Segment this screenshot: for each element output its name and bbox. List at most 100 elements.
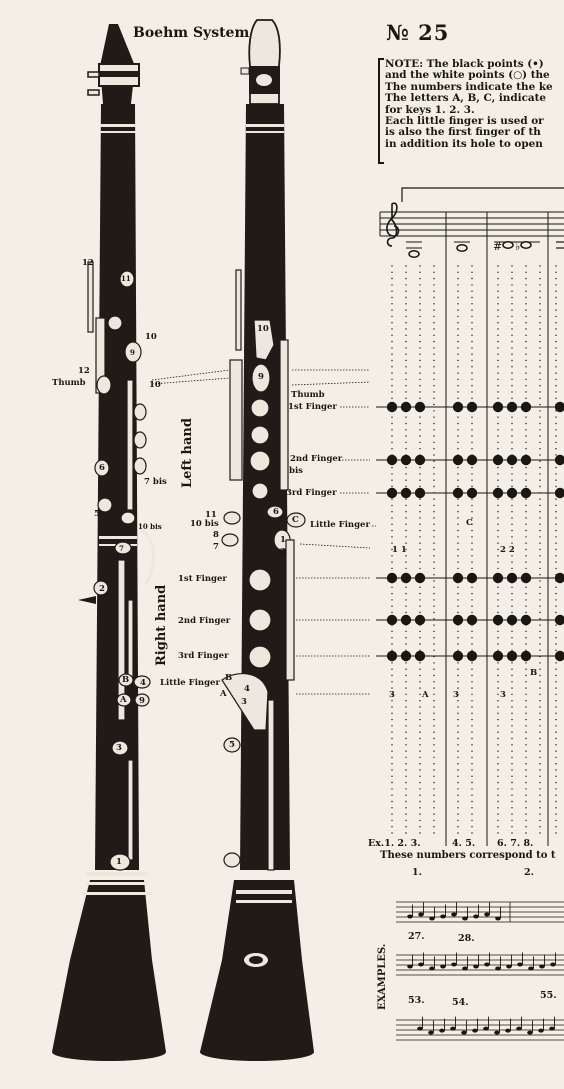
grid-dot	[405, 744, 407, 746]
grid-dot	[457, 328, 459, 330]
grid-dot	[471, 466, 473, 469]
grid-dot	[433, 523, 435, 525]
grid-dot	[419, 718, 421, 721]
grid-dot	[419, 315, 421, 318]
grid-dot	[511, 290, 513, 292]
grid-dot	[539, 479, 541, 481]
grid-dot	[511, 800, 513, 803]
grid-dot	[555, 397, 557, 399]
grid-dot	[471, 359, 473, 362]
grid-dot	[497, 466, 499, 469]
grid-dot	[511, 819, 513, 822]
right-third-finger-label: 3rd Finger	[286, 488, 337, 498]
grid-dot	[405, 731, 407, 733]
key-number: 12	[82, 258, 94, 268]
grid-dot	[497, 271, 499, 273]
grid-dot	[555, 435, 557, 437]
grid-dot	[497, 385, 499, 387]
music-note	[473, 914, 479, 919]
grid-dot	[525, 718, 527, 721]
grid-dot	[555, 819, 557, 822]
grid-dot	[433, 807, 435, 809]
grid-dot	[555, 466, 557, 469]
grid-dot	[391, 391, 393, 393]
grid-dot	[555, 271, 557, 273]
grid-dot	[391, 592, 393, 595]
grid-dot	[511, 366, 513, 368]
grid-dot	[497, 542, 499, 544]
grid-dot	[539, 359, 541, 362]
grid-dot	[419, 340, 421, 343]
grid-dot	[497, 756, 499, 759]
grid-dot	[457, 303, 459, 305]
grid-dot	[391, 315, 393, 318]
grid-dot	[471, 693, 473, 696]
grid-dot	[433, 819, 435, 822]
grid-dot	[555, 334, 557, 336]
grid-dot	[391, 637, 393, 639]
grid-dot	[433, 277, 435, 280]
grid-dot	[471, 309, 473, 311]
music-note	[461, 1030, 467, 1035]
grid-dot	[555, 378, 557, 381]
grid-dot	[433, 422, 435, 425]
grid-dot	[419, 448, 421, 450]
grid-dot	[391, 309, 393, 311]
grid-dot	[457, 555, 459, 557]
grid-dot	[457, 668, 459, 670]
grid-dot	[405, 315, 407, 318]
grid-dot	[497, 372, 499, 374]
grid-dot	[433, 586, 435, 588]
grid-dot	[539, 662, 541, 664]
grid-dot	[457, 271, 459, 273]
grid-dot	[391, 807, 393, 809]
grid-dot	[433, 466, 435, 469]
grid-dot	[419, 523, 421, 525]
grid-dot	[511, 567, 513, 570]
grid-dot	[525, 378, 527, 381]
grid-dot	[555, 296, 557, 299]
grid-dot	[405, 826, 407, 828]
grid-dot	[405, 718, 407, 721]
key-number: B	[122, 675, 130, 685]
grid-dot	[391, 788, 393, 790]
grid-dot	[419, 731, 421, 733]
grid-dot	[497, 775, 499, 777]
grid-dot	[419, 265, 421, 267]
grid-dot	[419, 378, 421, 381]
grid-dot	[471, 611, 473, 614]
grid-dot	[433, 359, 435, 362]
grid-dot	[457, 605, 459, 607]
grid-dot	[405, 435, 407, 437]
grid-dot	[525, 788, 527, 790]
grid-dot	[457, 359, 459, 362]
grid-dot	[419, 422, 421, 425]
grid-dot	[539, 366, 541, 368]
grid-dot	[457, 763, 459, 765]
grid-dot	[471, 517, 473, 519]
grid-dot	[497, 347, 499, 349]
grid-dot	[555, 813, 557, 815]
grid-dot	[555, 479, 557, 481]
grid-dot	[391, 674, 393, 677]
grid-dot	[497, 668, 499, 670]
grid-dot	[511, 643, 513, 645]
grid-dot	[433, 517, 435, 519]
grid-dot	[525, 347, 527, 349]
grid-dot	[511, 763, 513, 765]
right-thumb-label: Thumb	[291, 390, 325, 400]
grid-dot	[555, 542, 557, 544]
grid-dot	[419, 517, 421, 519]
key-number: 9	[139, 696, 145, 706]
grid-dot	[511, 485, 513, 488]
grid-dot	[457, 592, 459, 595]
grid-dot	[471, 668, 473, 670]
grid-dot	[471, 643, 473, 645]
grid-dot	[433, 668, 435, 670]
grid-dot	[539, 630, 541, 633]
grid-dot	[405, 687, 407, 689]
grid-dot	[419, 605, 421, 607]
grid-dot	[457, 309, 459, 311]
grid-dot	[433, 309, 435, 311]
example-number: 28.	[458, 933, 475, 944]
